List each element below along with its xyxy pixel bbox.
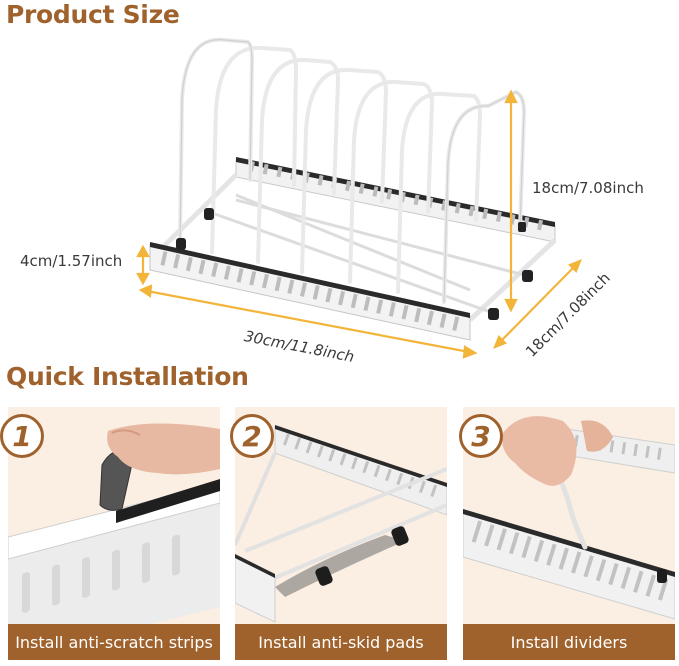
product-size-title: Product Size: [6, 0, 180, 29]
step-2-number: 2: [230, 414, 274, 458]
step-3-number: 3: [459, 414, 503, 458]
right-side-rail: [468, 238, 557, 322]
height-label: 18cm/7.08inch: [532, 179, 644, 197]
rubber-feet: [176, 208, 533, 320]
quick-installation-title: Quick Installation: [6, 362, 249, 391]
side-height-label: 4cm/1.57inch: [20, 252, 123, 270]
dividers-illustration: [463, 416, 675, 620]
step-3-caption: Install dividers: [463, 624, 675, 660]
anti-scratch-illustration: [8, 423, 220, 660]
hand-graphic: [107, 423, 220, 475]
anti-skid-illustration: [235, 425, 447, 623]
back-rail: [235, 157, 556, 243]
step-1-panel: Install anti-scratch strips: [8, 407, 220, 660]
step-2-caption: Install anti-skid pads: [235, 624, 447, 660]
rack-illustration: [136, 37, 582, 359]
hand-graphic-3: [502, 416, 577, 486]
step-2-panel: Install anti-skid pads: [235, 407, 447, 660]
front-rail: [149, 242, 471, 341]
step-1-number: 1: [0, 414, 44, 458]
step-1-caption: Install anti-scratch strips: [8, 624, 220, 660]
dimension-arrows: [136, 89, 582, 359]
left-side-rail: [158, 173, 238, 252]
